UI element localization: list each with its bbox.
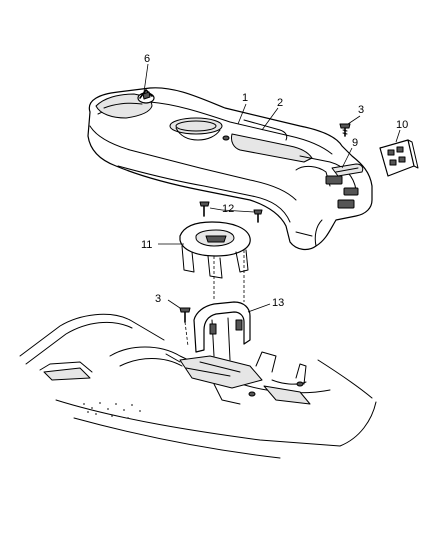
carpet-texture — [83, 402, 141, 419]
callout-10: 10 — [396, 119, 408, 131]
console-bracket-icon — [165, 250, 311, 405]
shifter-bezel-icon — [179, 221, 251, 279]
callout-9: 9 — [352, 137, 358, 149]
callout-3-lower: 3 — [155, 293, 161, 305]
screw-icon — [199, 201, 263, 223]
callout-3-upper: 3 — [358, 104, 364, 116]
callout-1: 1 — [242, 92, 248, 104]
callout-12: 12 — [222, 203, 234, 215]
leader-lines — [143, 63, 401, 313]
callout-13: 13 — [272, 297, 284, 309]
switch-panel-icon — [379, 139, 419, 177]
screw-icon — [339, 123, 351, 137]
callout-2: 2 — [277, 97, 283, 109]
armrest-lid-latch-icon — [137, 89, 155, 104]
callout-11: 11 — [141, 239, 152, 251]
callout-6: 6 — [144, 53, 150, 65]
callouts: 6 1 2 3 10 9 12 11 3 13 — [141, 53, 408, 309]
cupholder-bezel-icon — [243, 119, 288, 141]
switch-bezel-icon — [331, 163, 364, 177]
screw-icon — [179, 307, 191, 347]
